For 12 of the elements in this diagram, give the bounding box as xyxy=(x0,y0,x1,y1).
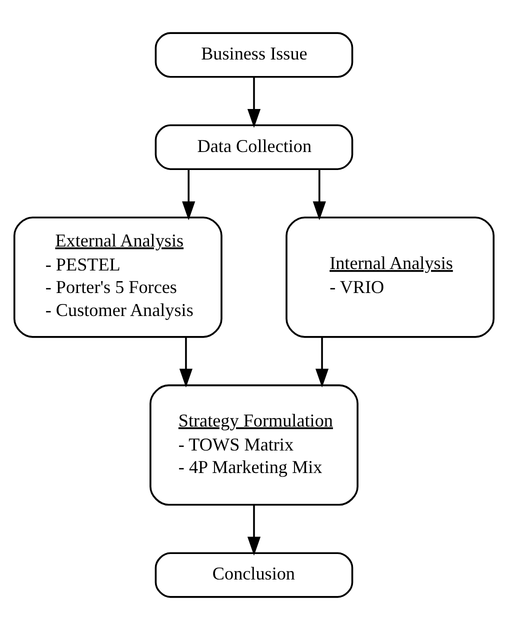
node-box: External Analysis - PESTEL - Porter's 5 Forces - Customer Analysis xyxy=(13,216,222,338)
arrow xyxy=(312,169,326,220)
node-box: Conclusion xyxy=(154,552,354,598)
node-box: Data Collection xyxy=(154,124,354,170)
node-box: Internal Analysis - VRIO xyxy=(286,216,495,338)
node-box: Strategy Formulation - TOWS Matrix - 4P Marketing Mix xyxy=(150,384,358,506)
arrow xyxy=(179,337,193,388)
arrow xyxy=(247,77,261,128)
arrow xyxy=(315,337,329,388)
arrow xyxy=(182,169,196,220)
arrow xyxy=(247,505,261,556)
node-box: Business Issue xyxy=(154,32,354,78)
